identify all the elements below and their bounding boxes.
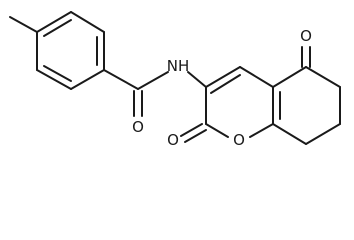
chemical-structure-diagram: NH O O O O bbox=[9, 11, 341, 149]
amide-oxygen-label: O bbox=[132, 118, 144, 136]
pyranone-ring bbox=[180, 66, 274, 143]
amide-bonds bbox=[103, 69, 207, 117]
cyclohexanone-ring bbox=[272, 46, 341, 145]
methyl-bond bbox=[9, 16, 38, 33]
lactone-carbonyl-oxygen-label: O bbox=[167, 131, 179, 149]
ketone-oxygen-label: O bbox=[300, 27, 312, 45]
amide-nh-label: NH bbox=[167, 57, 190, 75]
benzene-ring bbox=[36, 11, 105, 90]
ring-oxygen-label: O bbox=[233, 131, 245, 149]
